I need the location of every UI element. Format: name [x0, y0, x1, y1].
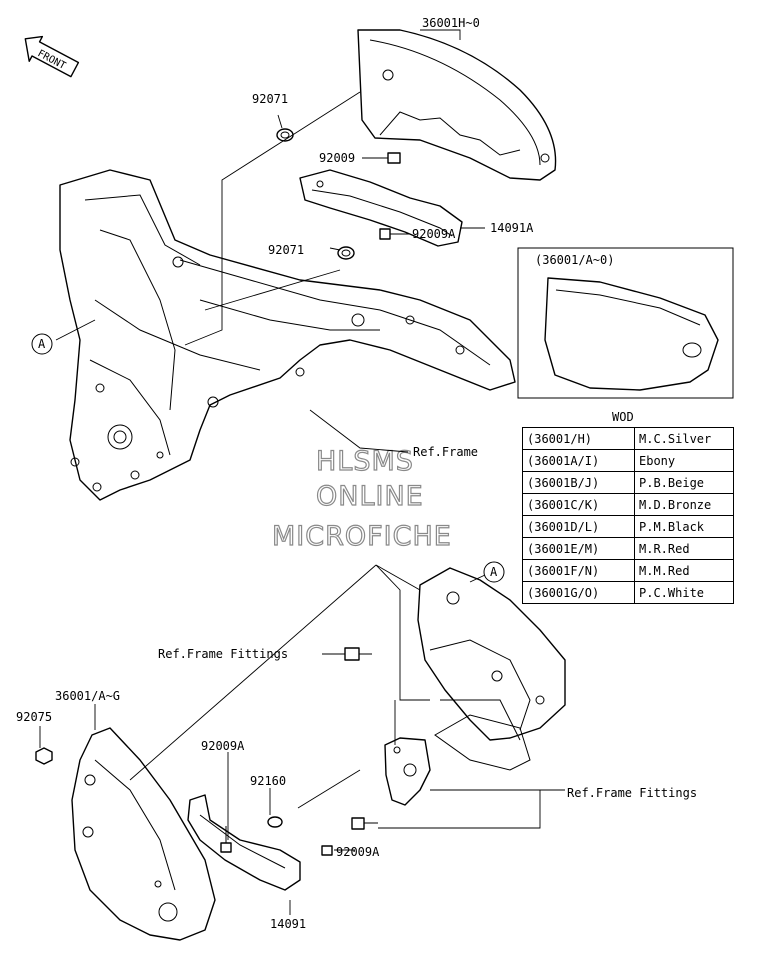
- color-table-row: (36001B/J)P.B.Beige: [522, 471, 734, 494]
- nut-92075: [35, 747, 53, 765]
- label-36001h0: 36001H~0: [422, 16, 480, 30]
- label-ref-frame: Ref.Frame: [413, 445, 478, 459]
- watermark-line-1: HLSMS: [316, 446, 414, 477]
- label-36001ag: 36001/A~G: [55, 689, 120, 703]
- label-ref-frame-fittings-1: Ref.Frame Fittings: [158, 647, 288, 661]
- label-92071-lower: 92071: [268, 243, 304, 257]
- leader-lines: [39, 29, 565, 915]
- grommet-92071-lower: [337, 246, 355, 260]
- inset-box: (36001/A~0): [517, 247, 734, 399]
- color-code: (36001C/K): [522, 493, 635, 516]
- label-92009: 92009: [319, 151, 355, 165]
- grommet-92071-upper: [276, 128, 294, 142]
- label-92009a-mid: 92009A: [201, 739, 245, 753]
- color-name: P.C.White: [634, 581, 734, 604]
- color-name: M.M.Red: [634, 559, 734, 582]
- color-name: M.R.Red: [634, 537, 734, 560]
- motorcycle-frame: [59, 169, 516, 501]
- inset-title: (36001/A~0): [535, 253, 614, 267]
- color-code: (36001F/N): [522, 559, 635, 582]
- color-name: P.B.Beige: [634, 471, 734, 494]
- upper-side-cover: [357, 29, 557, 181]
- color-name: M.D.Bronze: [634, 493, 734, 516]
- bolt-ref-fittings-lower: [351, 817, 378, 830]
- color-name: M.C.Silver: [634, 427, 734, 450]
- color-code: (36001B/J): [522, 471, 635, 494]
- front-arrow-icon: FRONT: [24, 35, 80, 78]
- color-table-row: (36001C/K)M.D.Bronze: [522, 493, 734, 516]
- bolt-92009a-mid: [220, 826, 232, 853]
- watermark-line-3: MICROFICHE: [272, 521, 452, 552]
- color-table-row: (36001G/O)P.C.White: [522, 581, 734, 604]
- callout-a-right: A: [483, 561, 505, 583]
- color-name: P.M.Black: [634, 515, 734, 538]
- label-92009a-upper: 92009A: [412, 227, 456, 241]
- label-92009a-low: 92009A: [336, 845, 380, 859]
- lower-mount-plate: [384, 737, 431, 806]
- label-92160: 92160: [250, 774, 286, 788]
- svg-text:A: A: [490, 565, 498, 579]
- bolt-ref-fittings-upper: [344, 647, 372, 661]
- lower-bracket: [187, 794, 301, 891]
- color-table-title: WOD: [612, 410, 634, 424]
- lower-side-cover: [71, 727, 216, 941]
- watermark-line-2: ONLINE: [316, 481, 424, 512]
- color-table: (36001/H)M.C.Silver(36001A/I)Ebony(36001…: [522, 427, 734, 604]
- color-table-row: (36001D/L)P.M.Black: [522, 515, 734, 538]
- bolt-92009a-low: [321, 845, 333, 856]
- upper-bracket: [299, 169, 463, 247]
- color-table-row: (36001/H)M.C.Silver: [522, 427, 734, 450]
- color-code: (36001/H): [522, 427, 635, 450]
- svg-text:A: A: [38, 337, 46, 351]
- color-table-row: (36001E/M)M.R.Red: [522, 537, 734, 560]
- label-92075: 92075: [16, 710, 52, 724]
- color-table-row: (36001A/I)Ebony: [522, 449, 734, 472]
- label-92071-upper: 92071: [252, 92, 288, 106]
- color-table-row: (36001F/N)M.M.Red: [522, 559, 734, 582]
- washer-92160: [267, 816, 283, 828]
- callout-a-left: A: [31, 333, 53, 355]
- color-code: (36001A/I): [522, 449, 635, 472]
- color-code: (36001E/M): [522, 537, 635, 560]
- label-14091: 14091: [270, 917, 306, 931]
- watermark: HLSMS ONLINE MICROFICHE: [271, 445, 452, 552]
- color-name: Ebony: [634, 449, 734, 472]
- battery-case: [417, 567, 566, 771]
- color-code: (36001D/L): [522, 515, 635, 538]
- label-14091a: 14091A: [490, 221, 534, 235]
- label-ref-frame-fittings-2: Ref.Frame Fittings: [567, 786, 697, 800]
- color-code: (36001G/O): [522, 581, 635, 604]
